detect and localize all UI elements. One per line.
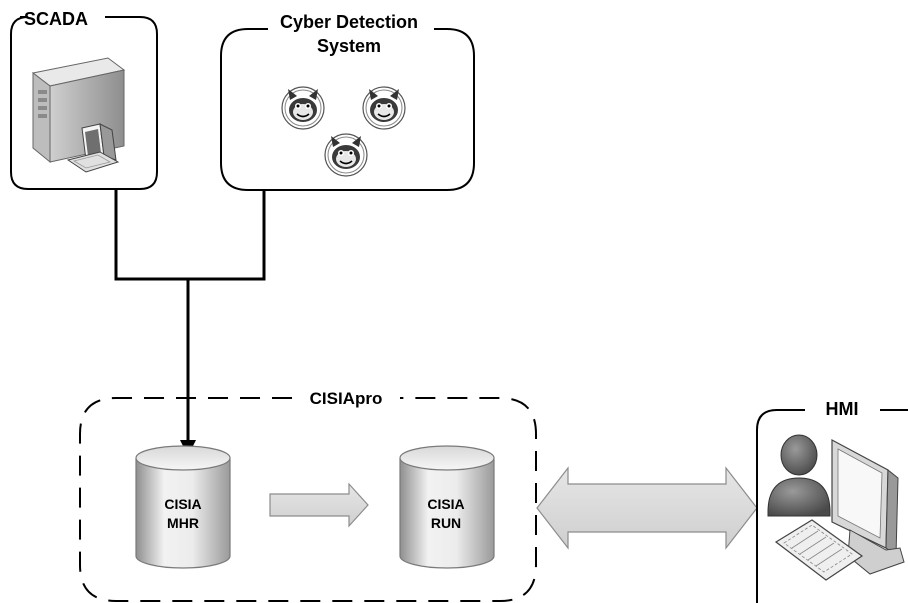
cisia-run-label-line1: CISIA	[427, 496, 464, 512]
bidirectional-arrow	[536, 466, 758, 550]
cisia-mhr-label-line2: MHR	[167, 515, 199, 531]
cisia-mhr-database: CISIA MHR	[135, 445, 231, 569]
cisiapro-box: CISIApro CISIA MHR CISIA RUN	[79, 389, 537, 602]
scada-title: SCADA	[24, 9, 88, 29]
cisia-mhr-label-line1: CISIA	[164, 496, 201, 512]
devil-agent-icon	[362, 86, 406, 130]
devil-agent-icon	[324, 133, 368, 177]
hmi-box: HMI	[756, 399, 908, 603]
connector-lines	[114, 189, 266, 456]
server-computer-icon	[31, 57, 126, 173]
cyber-detection-title-line1: Cyber Detection	[280, 12, 418, 32]
cisiapro-title: CISIApro	[310, 389, 383, 408]
scada-box: SCADA	[10, 9, 158, 190]
cyber-detection-box: Cyber Detection System	[220, 12, 475, 191]
cisia-run-label-line2: RUN	[431, 515, 461, 531]
hmi-title: HMI	[826, 399, 859, 419]
cisia-run-database: CISIA RUN	[399, 445, 495, 569]
operator-workstation-icon	[767, 434, 905, 581]
data-flow-arrow	[269, 482, 369, 528]
devil-agent-icon	[281, 86, 325, 130]
cyber-detection-title-line2: System	[317, 36, 381, 56]
